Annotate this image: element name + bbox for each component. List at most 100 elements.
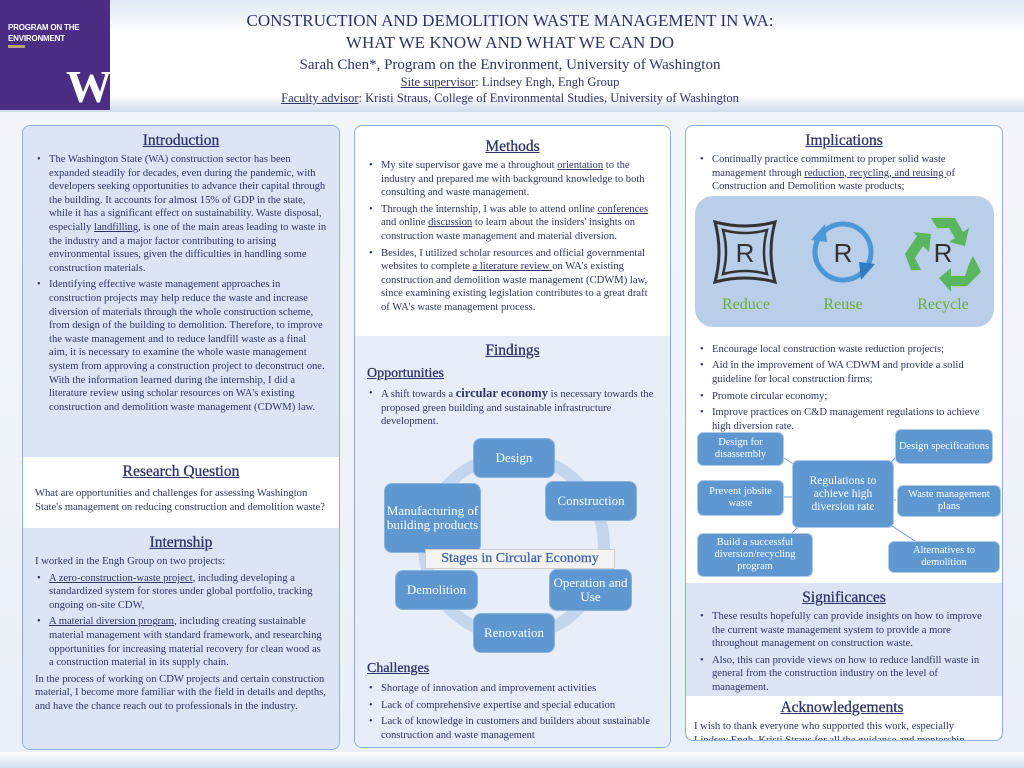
findings-heading: Findings: [485, 342, 540, 359]
reuse-icon: R: [811, 221, 875, 283]
methods-bullet: Through the internship, I was able to at…: [367, 203, 658, 244]
term: reduction, recycling, and reusing: [804, 167, 947, 179]
term: a literature review: [472, 261, 553, 273]
text: My site supervisor gave me a throughout: [381, 160, 558, 171]
implications-section: Implications Continually practice commit…: [686, 126, 1002, 583]
introduction-heading: Introduction: [142, 132, 220, 149]
significances-heading: Significances: [802, 589, 886, 606]
reduce-icon: R: [712, 219, 778, 285]
text: , including developing a standardized sy…: [49, 572, 313, 611]
faculty-value: : Kristi Straus, College of Environmenta…: [358, 91, 739, 105]
methods-bullet: My site supervisor gave me a throughout …: [367, 159, 658, 200]
poster-title-line1: CONSTRUCTION AND DEMOLITION WASTE MANAGE…: [246, 11, 774, 30]
reg-design-for-disassembly: Design for disassembly: [697, 432, 784, 466]
left-column: Introduction The Washington State (WA) c…: [22, 125, 340, 750]
implication-bullet: Encourage local construction waste reduc…: [698, 343, 990, 357]
reuse-label: Reuse: [823, 296, 863, 313]
stage-renovation: Renovation: [473, 613, 555, 653]
implication-bullet: Improve practices on C&D management regu…: [698, 406, 990, 433]
text: of Construction and Demolition waste pro…: [712, 167, 955, 193]
term: discussion: [428, 217, 473, 229]
intro-bullet: Identifying effective waste management a…: [35, 278, 327, 414]
text: Through the internship, I was able to at…: [381, 203, 598, 215]
middle-column: Methods My site supervisor gave me a thr…: [354, 125, 671, 748]
text: , is one of the main areas leading to wa…: [49, 221, 327, 274]
research-question-heading: Research Question: [122, 463, 240, 480]
text: on WA's existing construction and demoli…: [381, 261, 648, 313]
stage-design: Design: [473, 438, 555, 478]
methods-section: Methods My site supervisor gave me a thr…: [355, 126, 670, 336]
internship-bullet: A zero-construction-waste project, inclu…: [35, 572, 327, 613]
text: to the industry and prepared me with bac…: [381, 160, 645, 199]
acknowledgements-section: Acknowledgements I wish to thank everyon…: [686, 696, 1002, 741]
internship-section: Internship I worked in the Engh Group on…: [23, 528, 339, 749]
recycle-label: Recycle: [917, 296, 969, 313]
stage-demolition: Demolition: [395, 570, 478, 610]
uw-logo: PROGRAM ON THE ENVIRONMENT W: [0, 0, 112, 112]
challenge-item: Lack of knowledge in customers and build…: [367, 715, 660, 742]
intro-bullet: The Washington State (WA) construction s…: [35, 153, 327, 275]
implication-bullet: Continually practice commitment to prope…: [698, 153, 990, 194]
title-block: CONSTRUCTION AND DEMOLITION WASTE MANAGE…: [110, 10, 910, 106]
author: Sarah Chen*, Program on the Environment,…: [299, 57, 721, 73]
internship-intro: I worked in the Engh Group on two projec…: [35, 556, 226, 567]
project-name: A material diversion program: [49, 616, 175, 628]
landfilling-term: landfilling: [94, 221, 139, 233]
internship-heading: Internship: [149, 534, 213, 551]
text: The Washington State (WA) construction s…: [49, 154, 326, 233]
reg-alternatives-to-demolition: Alternatives to demolition: [888, 541, 1000, 573]
methods-heading: Methods: [485, 138, 540, 155]
logo-text: PROGRAM ON THE ENVIRONMENT: [8, 23, 80, 43]
significance-bullet: These results hopefully can provide insi…: [698, 610, 990, 651]
reg-design-specifications: Design specifications: [895, 429, 993, 464]
significance-bullet: Also, this can provide views on how to r…: [698, 654, 990, 695]
reg-waste-management-plans: Waste management plans: [897, 485, 1001, 517]
text: Besides, I utilized scholar resources an…: [381, 247, 645, 273]
findings-section: Findings Opportunities A shift towards a…: [355, 336, 670, 747]
footer-band: [0, 752, 1024, 768]
text: to learn about the insiders' insights on…: [381, 217, 636, 242]
implication-bullet: Promote circular economy;: [698, 390, 990, 404]
opportunities-heading: Opportunities: [367, 366, 444, 381]
research-question-section: Research Question What are opportunities…: [23, 457, 339, 528]
faculty-advisor: Faculty advisor: Kristi Straus, College …: [110, 90, 910, 106]
circular-economy-term: circular economy: [455, 386, 548, 400]
text: Continually practice commitment to prope…: [712, 154, 946, 179]
reduce-reuse-recycle-panel: R R R Reduce Reuse Recycle: [695, 196, 994, 327]
term: orientation: [557, 160, 604, 171]
site-supervisor: Site supervisor: Lindsey Engh, Engh Grou…: [110, 74, 910, 90]
site-label: Site supervisor: [400, 75, 476, 89]
challenges-heading: Challenges: [367, 661, 430, 676]
project-name: A zero-construction-waste project: [49, 572, 193, 584]
reg-build-program: Build a successful diversion/recycling p…: [697, 533, 813, 577]
methods-bullet: Besides, I utilized scholar resources an…: [367, 247, 658, 315]
implications-heading: Implications: [805, 132, 883, 149]
implication-bullet: Aid in the improvement of WA CDWM and pr…: [698, 359, 990, 386]
text: is necessary towards the proposed green …: [381, 389, 654, 428]
acknowledgements-heading: Acknowledgements: [780, 699, 904, 716]
text: and online: [381, 217, 429, 229]
faculty-label: Faculty advisor: [281, 91, 359, 105]
text: , including creating sustainable materia…: [49, 616, 322, 669]
svg-text:R: R: [736, 238, 755, 268]
challenge-item: Lack of comprehensive expertise and spec…: [367, 699, 660, 713]
acknowledgements-text: I wish to thank everyone who supported t…: [694, 721, 968, 741]
site-value: : Lindsey Engh, Engh Group: [475, 75, 620, 89]
opportunity-bullet: A shift towards a circular economy is ne…: [367, 386, 658, 429]
challenges-block: Challenges Shortage of innovation and im…: [367, 656, 660, 745]
logo-w: W: [66, 61, 112, 112]
stage-construction: Construction: [545, 481, 637, 521]
reduce-label: Reduce: [722, 296, 770, 313]
research-question-text: What are opportunities and challenges fo…: [35, 488, 325, 513]
poster-header: PROGRAM ON THE ENVIRONMENT W CONSTRUCTIO…: [0, 0, 1024, 112]
reg-prevent-jobsite-waste: Prevent jobsite waste: [697, 480, 784, 516]
cycle-title: Stages in Circular Economy: [425, 549, 615, 569]
svg-text:R: R: [834, 238, 853, 268]
recycle-icon: R: [905, 218, 981, 292]
internship-bullet: A material diversion program, including …: [35, 615, 327, 669]
stage-manufacturing: Manufacturing of building products: [384, 483, 481, 553]
svg-text:R: R: [934, 238, 953, 268]
text: A shift towards a: [381, 389, 456, 400]
regulations-center: Regulations to achieve high diversion ra…: [792, 460, 894, 528]
